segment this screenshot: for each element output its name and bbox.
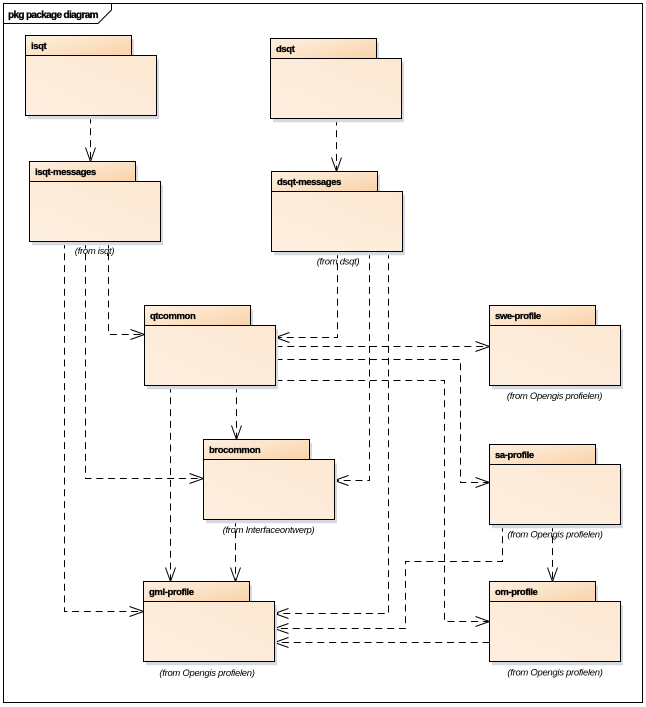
svg-text:om-profile: om-profile [495, 587, 538, 598]
svg-text:swe-profile: swe-profile [495, 311, 541, 322]
svg-text:(from dsqt): (from dsqt) [317, 257, 360, 268]
svg-text:dsqt-messages: dsqt-messages [277, 177, 341, 188]
svg-text:(from Opengis profielen): (from Opengis profielen) [159, 668, 254, 679]
svg-text:qtcommon: qtcommon [150, 311, 196, 322]
svg-text:(from Opengis profielen): (from Opengis profielen) [507, 391, 602, 402]
svg-text:(from Opengis profielen): (from Opengis profielen) [507, 668, 602, 679]
svg-text:(from isqt): (from isqt) [75, 246, 115, 257]
svg-text:sa-profile: sa-profile [495, 450, 534, 461]
svg-text:pkg package diagram: pkg package diagram [8, 10, 99, 21]
svg-text:dsqt: dsqt [276, 44, 296, 55]
svg-text:(from Opengis profielen): (from Opengis profielen) [507, 530, 602, 541]
svg-text:gml-profile: gml-profile [149, 587, 194, 598]
svg-text:isqt: isqt [31, 41, 48, 52]
svg-text:(from Interfaceontwerp): (from Interfaceontwerp) [223, 525, 315, 536]
svg-text:brocommon: brocommon [209, 445, 261, 456]
svg-text:isqt-messages: isqt-messages [35, 167, 96, 178]
